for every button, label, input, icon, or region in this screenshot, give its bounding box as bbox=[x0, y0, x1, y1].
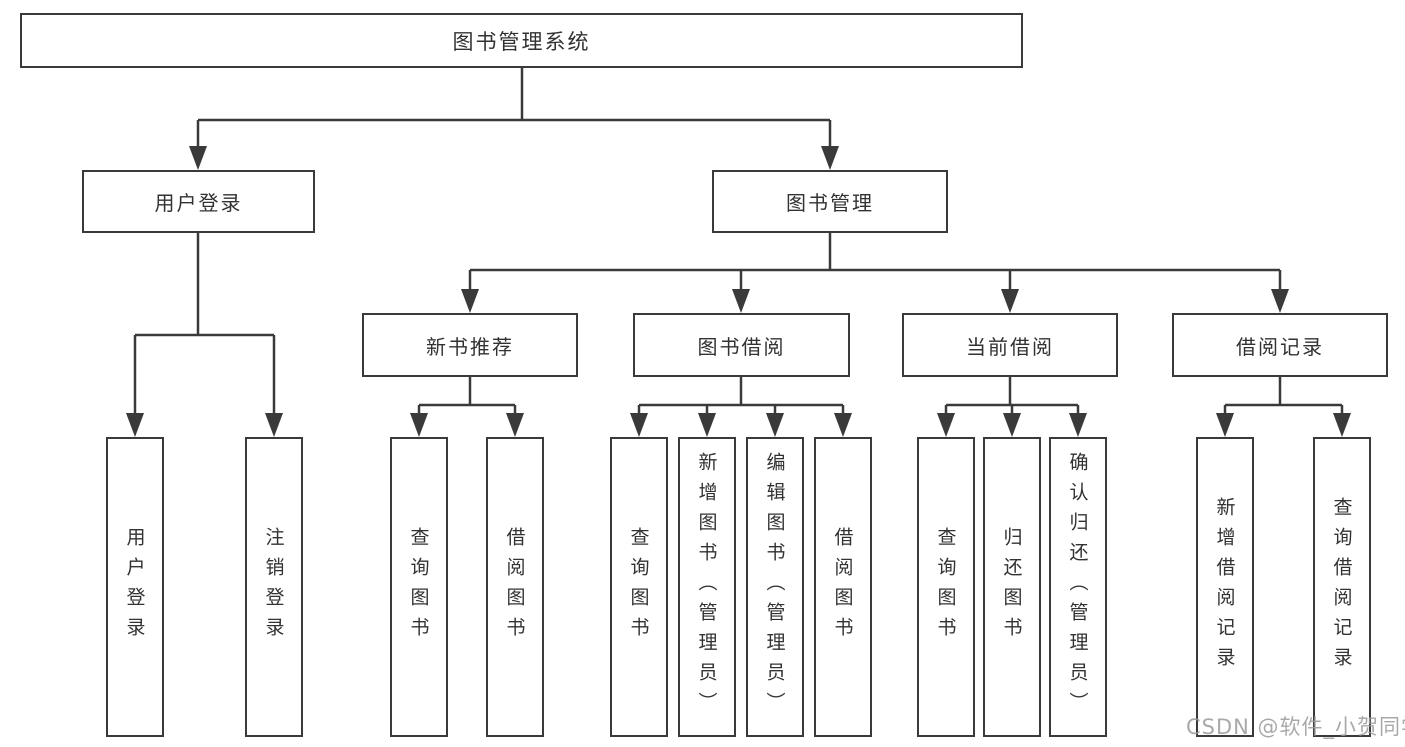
node-label: 归还图书 bbox=[1000, 527, 1023, 647]
leaf-query-books-borrow: 查询图书 bbox=[610, 437, 668, 737]
leaf-borrow-books-recommend: 借阅图书 bbox=[486, 437, 544, 737]
node-label: 新书推荐 bbox=[426, 334, 514, 359]
connector-root-to-level2 bbox=[196, 68, 832, 150]
node-new-book-recommend: 新书推荐 bbox=[362, 313, 578, 377]
node-label: 用户登录 bbox=[154, 191, 243, 215]
arrow-icon bbox=[1069, 413, 1087, 437]
arrow-icon bbox=[126, 413, 144, 437]
leaf-query-books-current: 查询图书 bbox=[917, 437, 975, 737]
connector-current-branch bbox=[944, 377, 1080, 416]
node-label: 查询图书 bbox=[407, 527, 430, 647]
node-label: 查询图书 bbox=[627, 527, 650, 647]
node-label: 图书管理系统 bbox=[452, 29, 591, 54]
arrow-icon bbox=[766, 413, 784, 437]
node-book-management: 图书管理 bbox=[712, 170, 948, 233]
leaf-edit-books-admin: 编辑图书（管理员） bbox=[746, 437, 804, 737]
arrow-icon bbox=[1333, 413, 1351, 437]
node-label: 借阅记录 bbox=[1236, 334, 1324, 359]
node-label: 新增图书（管理员） bbox=[695, 452, 718, 722]
connector-records-branch bbox=[1223, 377, 1344, 416]
node-label: 新增借阅记录 bbox=[1213, 497, 1236, 677]
arrow-icon bbox=[630, 413, 648, 437]
node-book-borrow: 图书借阅 bbox=[633, 313, 850, 377]
arrow-icon bbox=[189, 146, 207, 170]
leaf-add-books-admin: 新增图书（管理员） bbox=[678, 437, 736, 737]
arrow-icon bbox=[937, 413, 955, 437]
node-label: 编辑图书（管理员） bbox=[763, 452, 786, 722]
node-current-borrow: 当前借阅 bbox=[902, 313, 1118, 377]
arrow-icon bbox=[410, 413, 428, 437]
arrow-icon bbox=[461, 289, 479, 313]
leaf-confirm-return-admin: 确认归还（管理员） bbox=[1049, 437, 1107, 737]
arrow-icon bbox=[1001, 289, 1019, 313]
leaf-add-borrow-record: 新增借阅记录 bbox=[1196, 437, 1254, 737]
connector-borrow-branch bbox=[637, 377, 845, 416]
node-label: 注销登录 bbox=[262, 527, 285, 647]
node-label: 确认归还（管理员） bbox=[1066, 452, 1089, 722]
leaf-borrow-books: 借阅图书 bbox=[814, 437, 872, 737]
node-borrow-records: 借阅记录 bbox=[1172, 313, 1388, 377]
arrow-icon bbox=[1216, 413, 1234, 437]
node-label: 图书借阅 bbox=[697, 334, 786, 359]
arrow-icon bbox=[1003, 413, 1021, 437]
leaf-query-borrow-record: 查询借阅记录 bbox=[1313, 437, 1371, 737]
arrow-icon bbox=[732, 289, 750, 313]
node-user-login: 用户登录 bbox=[82, 170, 315, 233]
leaf-return-books: 归还图书 bbox=[983, 437, 1041, 737]
arrowheads bbox=[126, 146, 1351, 437]
node-label: 查询图书 bbox=[934, 527, 957, 647]
arrow-icon bbox=[1271, 289, 1289, 313]
arrow-icon bbox=[265, 413, 283, 437]
node-label: 借阅图书 bbox=[503, 527, 526, 647]
arrow-icon bbox=[821, 146, 839, 170]
arrow-icon bbox=[698, 413, 716, 437]
node-root-system: 图书管理系统 bbox=[20, 13, 1023, 68]
leaf-logout: 注销登录 bbox=[245, 437, 303, 737]
leaf-user-login: 用户登录 bbox=[106, 437, 164, 737]
node-label: 查询借阅记录 bbox=[1330, 497, 1353, 677]
connector-userlogin-branch bbox=[133, 233, 276, 415]
watermark: CSDN @软件_小贺同学 bbox=[1186, 715, 1405, 739]
leaf-query-books-recommend: 查询图书 bbox=[390, 437, 448, 737]
arrow-icon bbox=[834, 413, 852, 437]
node-label: 借阅图书 bbox=[831, 527, 854, 647]
arrow-icon bbox=[506, 413, 524, 437]
connector-bookmgmt-branch bbox=[468, 233, 1282, 292]
node-label: 当前借阅 bbox=[966, 334, 1054, 359]
connector-newbooks-branch bbox=[417, 377, 517, 416]
node-label: 用户登录 bbox=[123, 527, 146, 647]
node-label: 图书管理 bbox=[786, 191, 874, 215]
